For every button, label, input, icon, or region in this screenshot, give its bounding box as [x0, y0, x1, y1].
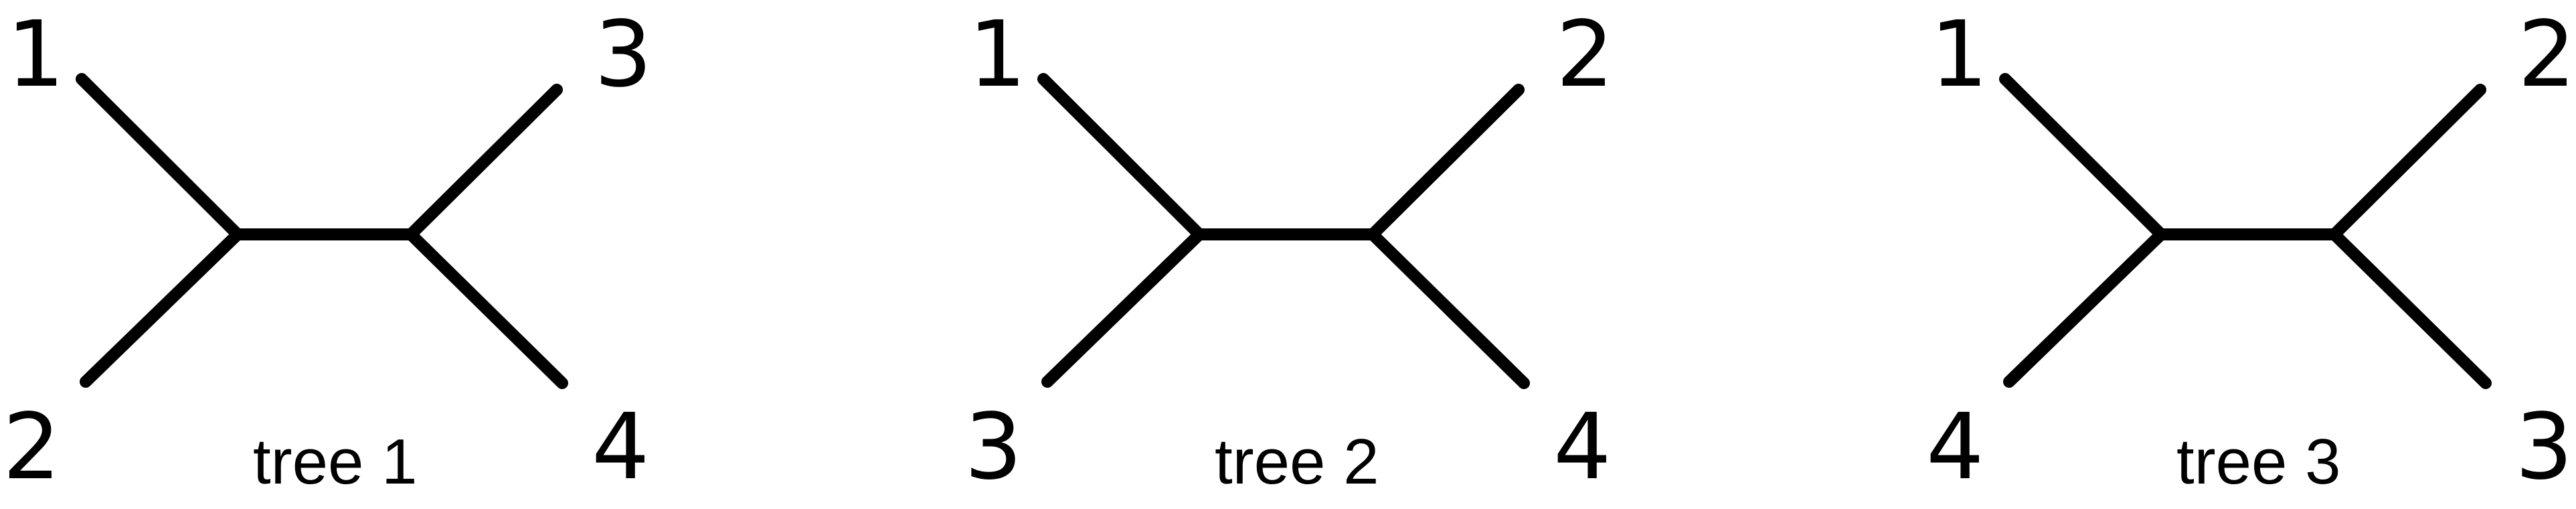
tree-2-edge-top-right — [1367, 84, 1525, 240]
tree-3-edge-bottom-right — [2328, 228, 2492, 389]
tree-1-leaf-bottom-left: 2 — [3, 394, 61, 500]
tree-1-edge-bottom-left — [80, 228, 244, 388]
tree-3: 1 4 2 3 tree 3 — [1926, 2, 2576, 500]
tree-2-leaf-top-right: 2 — [1556, 2, 1614, 108]
tree-2: 1 3 2 4 tree 2 — [964, 2, 1614, 500]
tree-3-edge-bottom-left — [2003, 228, 2167, 388]
tree-2-edge-top-left — [1037, 73, 1205, 240]
tree-3-edge-top-right — [2328, 84, 2486, 240]
tree-1-caption: tree 1 — [253, 426, 417, 498]
tree-3-leaf-top-left: 1 — [1930, 2, 1988, 108]
tree-2-leaf-bottom-right: 4 — [1553, 394, 1612, 500]
tree-2-leaf-top-left: 1 — [968, 2, 1027, 108]
tree-1-edge-bottom-right — [405, 228, 568, 389]
tree-2-edge-bottom-right — [1367, 228, 1530, 389]
tree-2-leaf-bottom-left: 3 — [964, 394, 1023, 500]
tree-3-caption: tree 3 — [2176, 426, 2340, 498]
tree-1-leaf-bottom-right: 4 — [592, 394, 650, 500]
tree-3-leaf-bottom-left: 4 — [1926, 394, 1984, 500]
tree-1: 1 2 3 4 tree 1 — [3, 2, 653, 500]
tree-2-edge-bottom-left — [1041, 228, 1205, 388]
tree-3-leaf-top-right: 2 — [2518, 2, 2576, 108]
tree-1-edge-top-right — [405, 84, 563, 240]
tree-3-edge-top-left — [1999, 73, 2167, 240]
tree-1-leaf-top-right: 3 — [594, 2, 653, 108]
tree-3-leaf-bottom-right: 3 — [2515, 394, 2573, 500]
tree-1-leaf-top-left: 1 — [7, 2, 65, 108]
tree-1-edge-top-left — [76, 73, 244, 240]
tree-2-caption: tree 2 — [1215, 426, 1379, 498]
